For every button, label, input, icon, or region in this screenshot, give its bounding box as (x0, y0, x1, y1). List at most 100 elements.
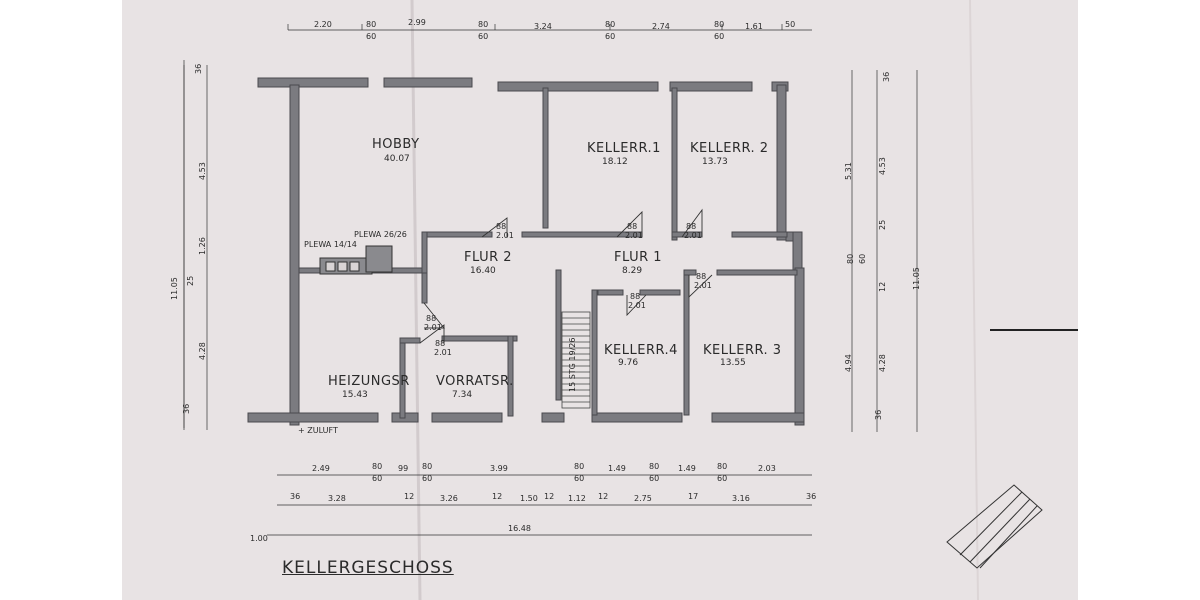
dim-top: 80 (714, 20, 725, 29)
dim-bottom: 3.28 (328, 494, 346, 503)
door-label: 88 (686, 222, 697, 231)
dim-bottom: 1.49 (608, 464, 626, 473)
door-label: 88 (426, 314, 437, 323)
dim-right: 36 (874, 409, 883, 420)
room-area-flur-1: 8.29 (622, 266, 643, 276)
dim-bottom: 1.12 (568, 494, 586, 503)
dim-bottom: 36 (806, 492, 817, 501)
room-name-kellerr-3: KELLERR. 3 (703, 343, 782, 358)
dim-bottom: 36 (290, 492, 301, 501)
dim-bottom: 60 (717, 474, 728, 483)
dim-bottom: 80 (574, 462, 585, 471)
hatched-corner (946, 484, 1043, 569)
dim-right: 25 (878, 219, 887, 230)
dim-left: 1.26 (198, 237, 207, 255)
dim-top: 50 (785, 20, 796, 29)
door-label: 2.01 (628, 301, 646, 310)
dim-right: 11.05 (912, 267, 921, 290)
door-label: 88 (627, 222, 638, 231)
door-label: 88 (435, 339, 446, 348)
room-name-kellerr-1: KELLERR.1 (587, 141, 661, 156)
stair-label: 15 STG 19/26 (568, 337, 577, 392)
room-name-heizungsr: HEIZUNGSR (328, 374, 410, 389)
dim-bottom: 80 (717, 462, 728, 471)
dim-bottom: 3.99 (490, 464, 508, 473)
blueprint-sheet: HOBBY 40.07 KELLERR.1 18.12 KELLERR. 2 1… (122, 0, 1078, 600)
staircase (561, 311, 591, 409)
plewa-small-label: PLEWA 14/14 (304, 240, 357, 249)
dim-bottom: 12 (598, 492, 609, 501)
dim-left: 36 (182, 403, 191, 414)
door-label: 88 (496, 222, 507, 231)
dim-bottom: 60 (574, 474, 585, 483)
dim-right: 4.28 (878, 354, 887, 372)
dimension-lines (183, 24, 918, 536)
dim-bottom: 12 (404, 492, 415, 501)
dim-bottom-offset: 1.00 (250, 534, 268, 543)
dim-bottom: 1.50 (520, 494, 538, 503)
room-name-flur-2: FLUR 2 (464, 250, 513, 265)
room-name-kellerr-4: KELLERR.4 (604, 343, 678, 358)
dim-right: 4.53 (878, 157, 887, 175)
dim-bottom: 3.26 (440, 494, 458, 503)
walls (247, 77, 805, 426)
room-area-kellerr-3: 13.55 (720, 358, 746, 368)
door-label: 2.01 (694, 281, 712, 290)
door-label: 88 (630, 292, 641, 301)
zuluft-label: + ZULUFT (298, 426, 338, 435)
dim-top: 80 (605, 20, 616, 29)
dim-bottom: 3.16 (732, 494, 750, 503)
dim-bottom: 80 (372, 462, 383, 471)
dim-bottom: 60 (649, 474, 660, 483)
dim-left: 25 (186, 275, 195, 286)
room-name-flur-1: FLUR 1 (614, 250, 663, 265)
dim-right: 4.94 (844, 354, 853, 372)
paper-fold (410, 0, 422, 600)
room-area-kellerr-4: 9.76 (618, 358, 639, 368)
dim-top: 60 (714, 32, 725, 41)
room-area-kellerr-1: 18.12 (602, 157, 628, 167)
dim-bottom: 12 (544, 492, 555, 501)
dim-bottom: 2.49 (312, 464, 330, 473)
room-area-heizungsr: 15.43 (342, 390, 368, 400)
dim-left: 4.28 (198, 342, 207, 360)
dim-left: 11.05 (170, 277, 179, 300)
dim-right: 36 (882, 71, 891, 82)
drawing-title: KELLERGESCHOSS (282, 558, 454, 578)
dim-top: 80 (478, 20, 489, 29)
chimney-ducts (319, 245, 393, 275)
dim-bottom: 2.75 (634, 494, 652, 503)
room-area-vorratsr: 7.34 (452, 390, 473, 400)
dim-top: 2.20 (314, 20, 332, 29)
dim-top: 2.99 (408, 18, 426, 27)
door-swings (419, 208, 713, 344)
dim-right: 5.31 (844, 162, 853, 180)
room-area-flur-2: 16.40 (470, 266, 496, 276)
door-label: 2.01 (424, 323, 442, 332)
room-name-hobby: HOBBY (372, 137, 420, 152)
door-label: 2.01 (496, 231, 514, 240)
dim-bottom: 99 (398, 464, 409, 473)
dim-top: 1.61 (745, 22, 763, 31)
room-name-kellerr-2: KELLERR. 2 (690, 141, 769, 156)
door-label: 2.01 (625, 231, 643, 240)
door-label: 88 (696, 272, 707, 281)
plewa-large-label: PLEWA 26/26 (354, 230, 407, 239)
room-name-vorratsr: VORRATSR. (436, 374, 514, 389)
dim-bottom: 1.49 (678, 464, 696, 473)
dim-top: 60 (366, 32, 377, 41)
dim-bottom: 60 (422, 474, 433, 483)
paper-fold (969, 0, 979, 600)
dim-right: 12 (878, 281, 887, 292)
room-area-hobby: 40.07 (384, 154, 410, 164)
door-label: 2.01 (684, 231, 702, 240)
dim-bottom: 2.03 (758, 464, 776, 473)
dim-bottom: 80 (422, 462, 433, 471)
floor-plan (183, 0, 1078, 600)
dim-right: 60 (858, 253, 867, 264)
dim-top: 80 (366, 20, 377, 29)
dim-left: 36 (194, 63, 203, 74)
dim-right: 80 (846, 253, 855, 264)
dim-bottom: 17 (688, 492, 699, 501)
dim-bottom: 80 (649, 462, 660, 471)
